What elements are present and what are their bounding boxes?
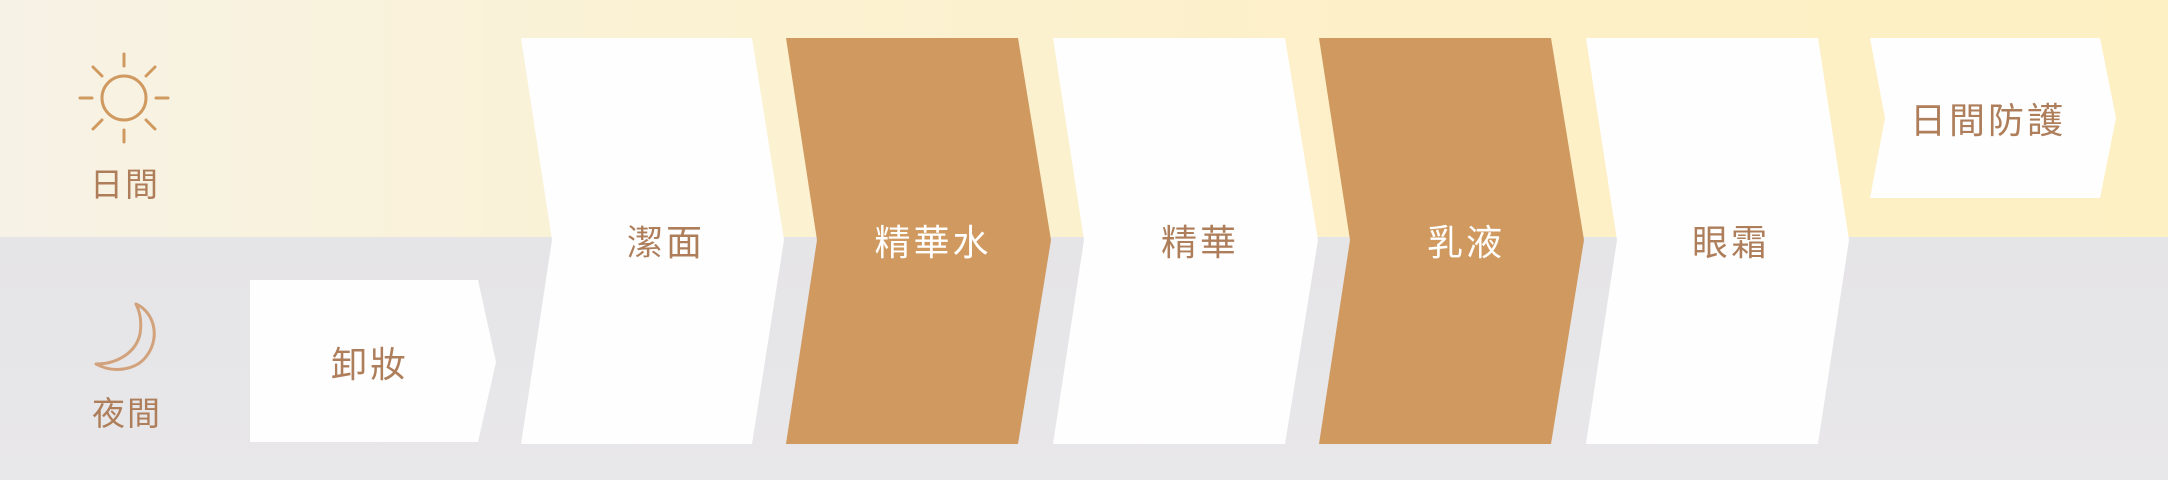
step-label-sun-protection: 日間防護 [1909, 101, 2067, 142]
step-label-serum: 精華 [1160, 223, 1240, 264]
step-shape-2 [521, 38, 784, 444]
step-shape-3 [786, 38, 1051, 444]
step-shape-1 [250, 280, 496, 442]
step-label-eye-cream: 眼霜 [1691, 223, 1771, 264]
step-label-remover: 卸妝 [330, 345, 410, 386]
day-label: 日間 [90, 165, 160, 204]
step-label-toner: 精華水 [874, 223, 992, 264]
step-label-lotion: 乳液 [1426, 223, 1506, 264]
step-shape-7 [1870, 38, 2116, 198]
step-label-cleanser: 潔面 [626, 223, 706, 264]
step-shape-5 [1319, 38, 1584, 444]
moon-icon [92, 300, 164, 376]
night-label: 夜間 [92, 394, 162, 433]
step-shape-6 [1586, 38, 1849, 444]
sun-icon [76, 50, 172, 146]
step-shape-4 [1053, 38, 1318, 444]
